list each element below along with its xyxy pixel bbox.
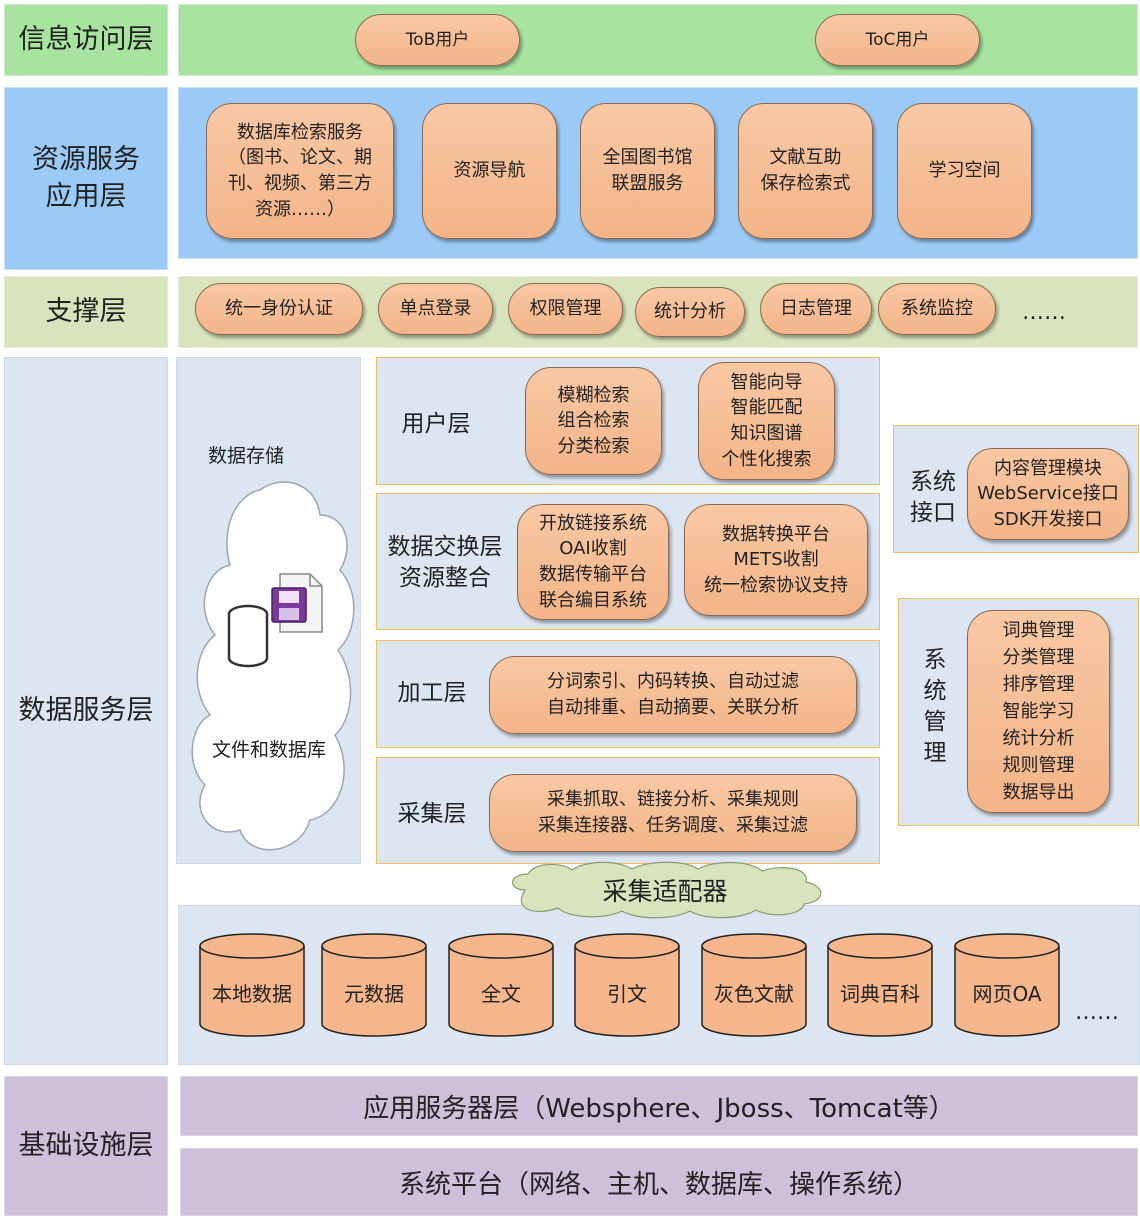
data-source-label: 网页OA <box>972 982 1042 1006</box>
support-more-ellipsis: …… <box>1022 300 1066 325</box>
system-mgmt-label: 系 统 管 理 <box>923 646 947 767</box>
data-layer-label: 数据服务层 <box>4 357 168 1065</box>
collect-box: 采集抓取、链接分析、采集规则 采集连接器、任务调度、采集过滤 <box>489 774 857 852</box>
exchange-layer-label: 数据交换层 资源整合 <box>387 533 503 591</box>
infra-layer-label: 基础设施层 <box>4 1076 168 1216</box>
system-platform-layer: 系统平台（网络、主机、数据库、操作系统） <box>180 1148 1138 1216</box>
data-source-cylinder: 词典百科 <box>826 932 934 1038</box>
data-source-label: 本地数据 <box>212 982 292 1006</box>
user-intelligent-box: 智能向导 智能匹配 知识图谱 个性化搜索 <box>698 362 835 480</box>
support-item: 统计分析 <box>635 287 745 337</box>
cloud-shape <box>191 481 355 851</box>
data-sources-more-ellipsis: …… <box>1075 1000 1119 1025</box>
data-source-label: 灰色文献 <box>714 982 794 1006</box>
db-search-service-box: 数据库检索服务 （图书、论文、期 刊、视频、第三方 资源……） <box>206 103 394 239</box>
system-interface-label: 系统 接口 <box>910 468 956 526</box>
toc-user-pill: ToC用户 <box>815 14 980 66</box>
data-source-cylinder: 网页OA <box>953 932 1061 1038</box>
support-item: 权限管理 <box>508 283 623 335</box>
exchange-convert-box: 数据转换平台 METS收割 统一检索协议支持 <box>684 504 868 616</box>
library-alliance-box: 全国图书馆 联盟服务 <box>580 103 715 239</box>
data-source-label: 词典百科 <box>840 982 920 1006</box>
data-storage-title: 数据存储 <box>208 445 285 467</box>
process-layer-label: 加工层 <box>397 680 467 707</box>
support-item: 系统监控 <box>878 283 996 335</box>
tob-user-pill: ToB用户 <box>355 14 520 66</box>
app-server-layer: 应用服务器层（Websphere、Jboss、Tomcat等） <box>180 1076 1138 1136</box>
adapter-label: 采集适配器 <box>602 877 728 906</box>
learning-space-box: 学习空间 <box>897 103 1032 239</box>
user-search-box: 模糊检索 组合检索 分类检索 <box>525 367 662 475</box>
support-item: 统一身份认证 <box>195 283 363 335</box>
data-source-cylinder: 全文 <box>447 932 555 1038</box>
support-layer-label: 支撑层 <box>4 276 168 348</box>
data-storage-caption: 文件和数据库 <box>212 739 327 761</box>
resource-navigation-box: 资源导航 <box>422 103 557 239</box>
collect-layer-label: 采集层 <box>397 801 467 828</box>
system-mgmt-box: 词典管理 分类管理 排序管理 智能学习 统计分析 规则管理 数据导出 <box>967 610 1110 813</box>
data-source-cylinder: 引文 <box>573 932 681 1038</box>
document-mutual-aid-box: 文献互助 保存检索式 <box>738 103 873 239</box>
data-source-cylinder: 元数据 <box>320 932 428 1038</box>
adapter-cloud-shape <box>512 861 822 919</box>
support-item: 日志管理 <box>760 283 872 335</box>
exchange-open-link-box: 开放链接系统 OAI收割 数据传输平台 联合编目系统 <box>517 504 669 620</box>
database-icon <box>227 604 269 668</box>
file-save-icon <box>271 573 323 633</box>
process-box: 分词索引、内码转换、自动过滤 自动排重、自动摘要、关联分析 <box>489 656 857 734</box>
access-layer-band <box>178 4 1138 76</box>
user-layer-label: 用户层 <box>401 411 471 438</box>
support-item: 单点登录 <box>378 283 493 335</box>
data-source-label: 引文 <box>607 982 647 1006</box>
data-source-label: 全文 <box>481 982 521 1006</box>
data-source-cylinder: 灰色文献 <box>700 932 808 1038</box>
data-source-label: 元数据 <box>344 982 404 1006</box>
system-interface-box: 内容管理模块 WebService接口 SDK开发接口 <box>967 448 1129 540</box>
data-source-cylinder: 本地数据 <box>198 932 306 1038</box>
app-layer-label: 资源服务 应用层 <box>4 87 168 270</box>
access-layer-label: 信息访问层 <box>4 4 168 76</box>
